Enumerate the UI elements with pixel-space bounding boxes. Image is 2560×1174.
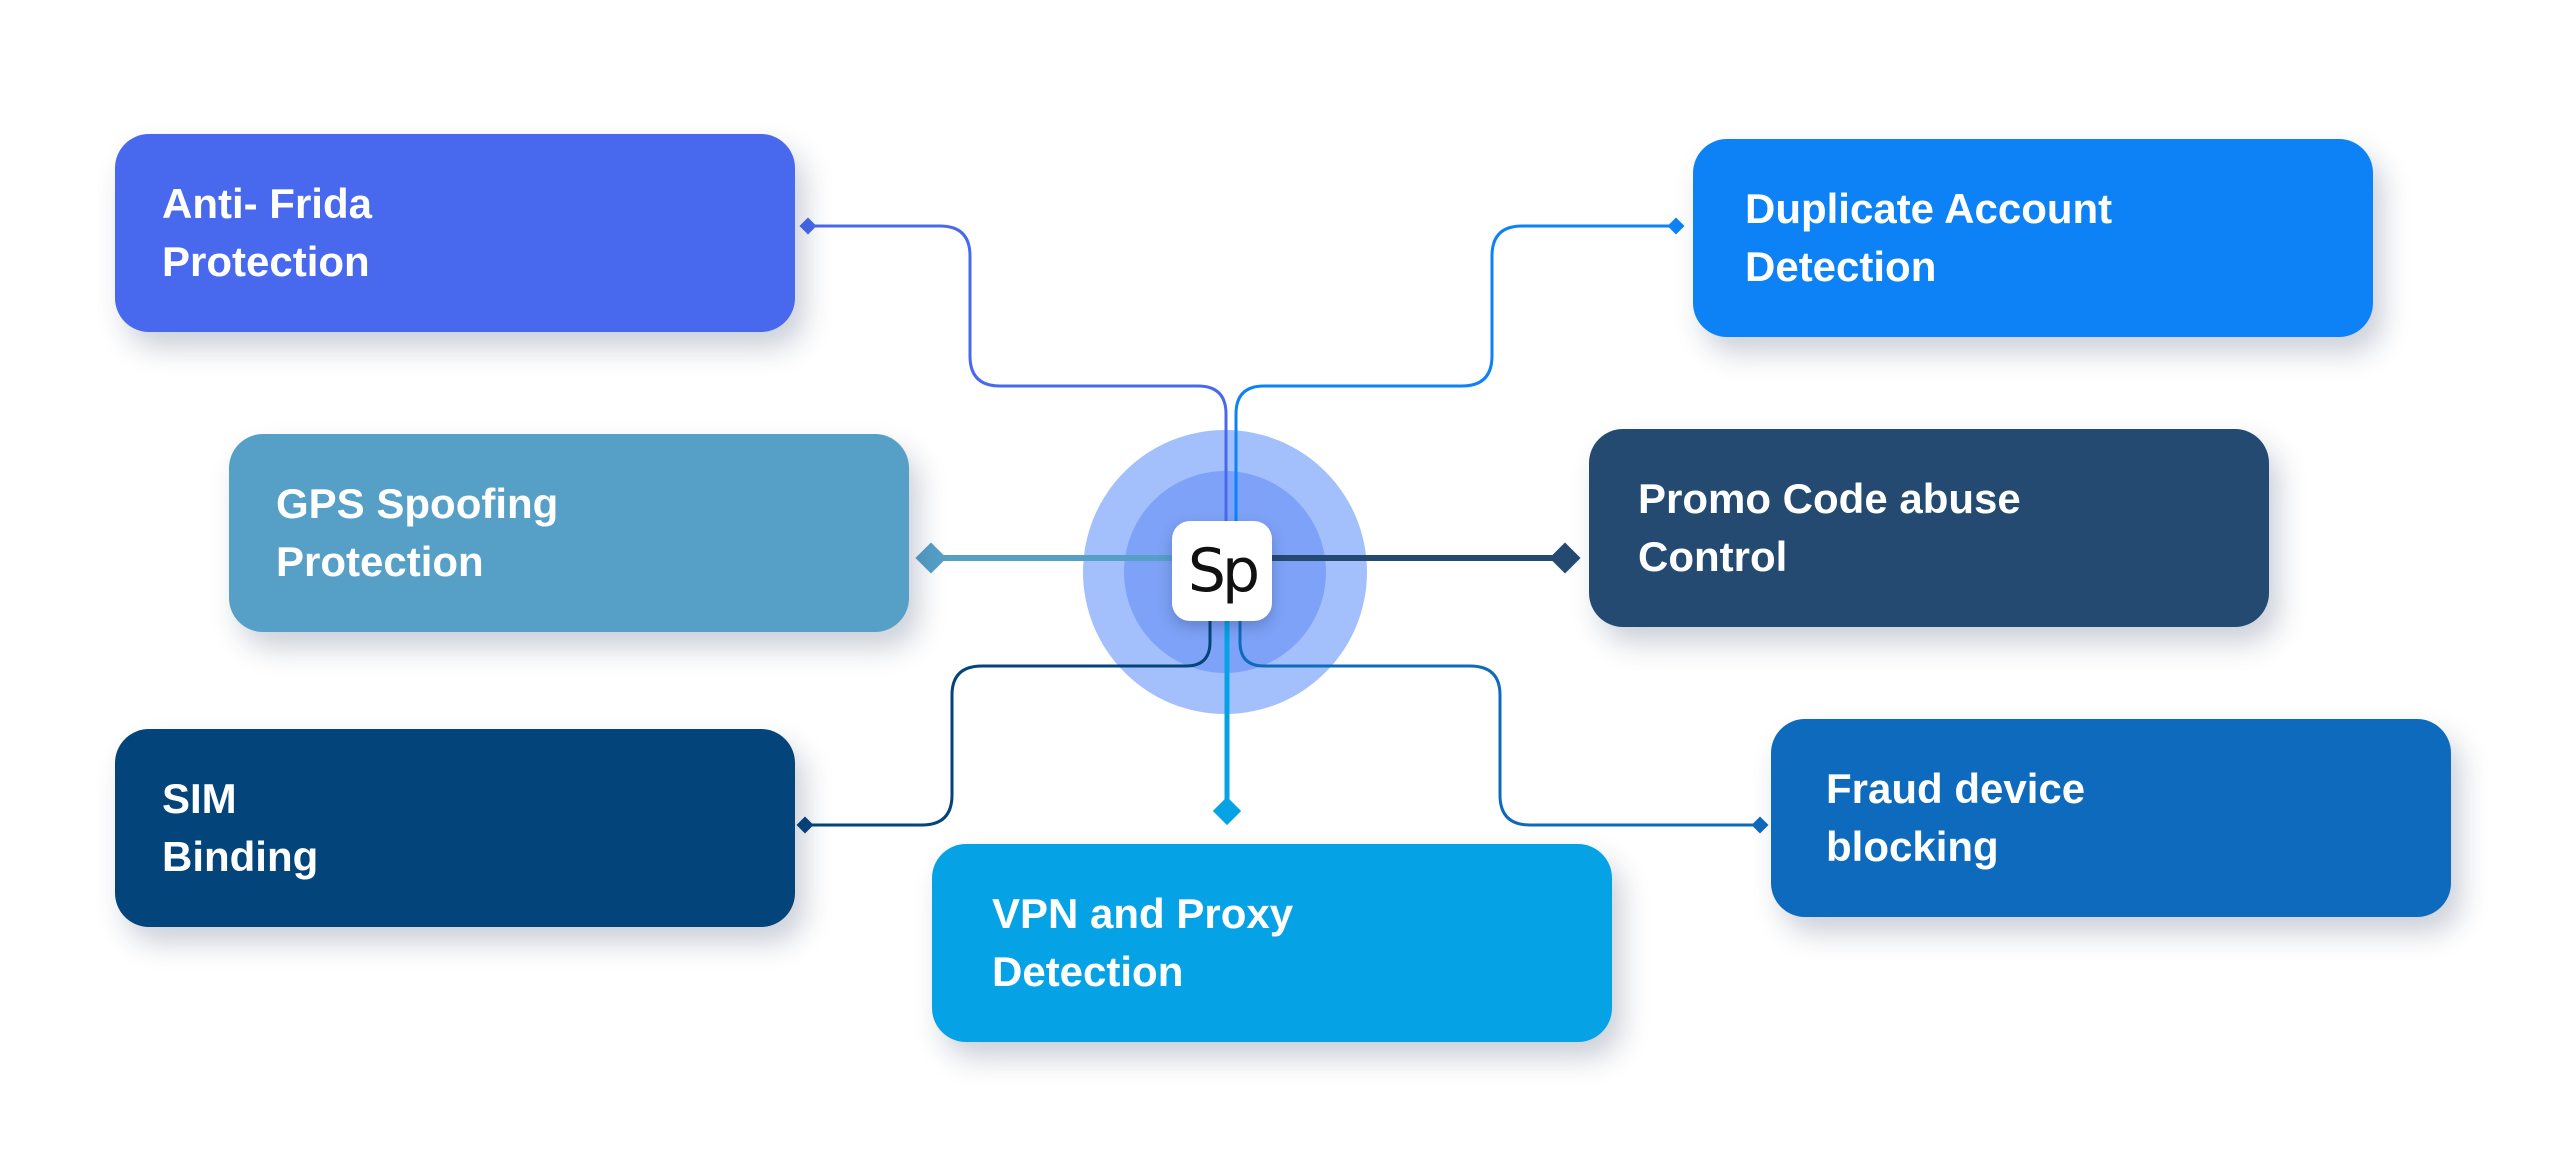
connector-anti-frida-end	[799, 217, 817, 235]
card-fraud-device-blocking: Fraud device blocking	[1771, 719, 2451, 917]
card-gps-spoofing-protection: GPS Spoofing Protection	[229, 434, 909, 632]
card-sim-binding: SIM Binding	[115, 729, 795, 927]
connector-anti-frida	[808, 224, 1228, 521]
connector-fraud	[1238, 621, 1760, 827]
connector-vpn-end	[1212, 796, 1242, 826]
card-promo-code-abuse-control: Promo Code abuse Control	[1589, 429, 2269, 627]
card-label: VPN and Proxy Detection	[992, 890, 1294, 995]
hub-logo-text: Sp	[1187, 536, 1260, 606]
card-label: Fraud device blocking	[1826, 765, 2086, 870]
card-vpn-and-proxy-detection: VPN and Proxy Detection	[932, 844, 1612, 1042]
card-duplicate-account-detection: Duplicate Account Detection	[1693, 139, 2373, 337]
card-label: SIM Binding	[162, 775, 319, 880]
card-anti-frida-protection: Anti- Frida Protection	[115, 134, 795, 332]
connector-duplicate-end	[1667, 217, 1685, 235]
connector-sim-end	[796, 816, 814, 834]
card-label: Anti- Frida Protection	[162, 180, 372, 285]
connector-gps-end	[915, 542, 947, 574]
connector-promo-end	[1549, 542, 1581, 574]
connector-sim	[805, 621, 1212, 827]
card-label: Promo Code abuse Control	[1638, 475, 2021, 580]
connector-duplicate	[1234, 224, 1676, 521]
card-label: GPS Spoofing Protection	[276, 480, 559, 585]
connector-fraud-end	[1751, 816, 1769, 834]
card-label: Duplicate Account Detection	[1745, 185, 2113, 290]
hub-logo: Sp	[1172, 521, 1272, 621]
